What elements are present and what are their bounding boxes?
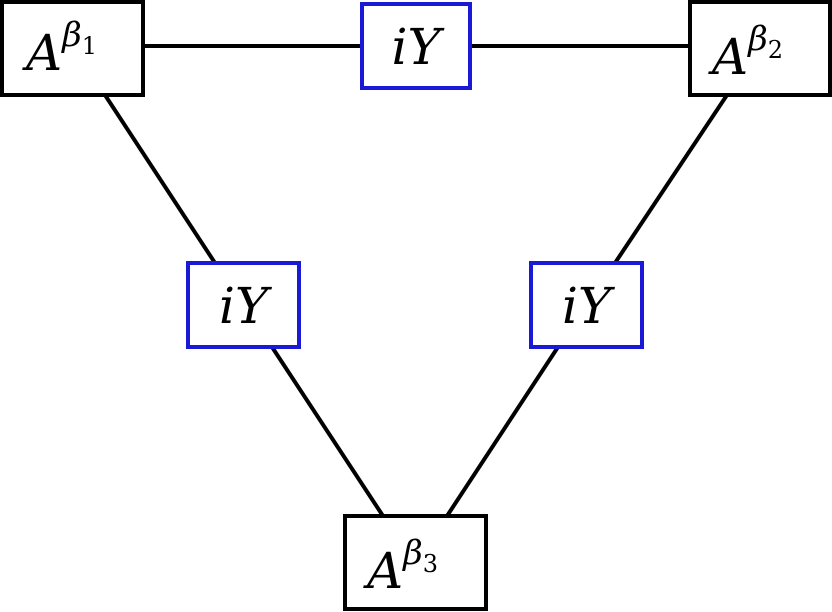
tensor-node-a2-sup: β <box>746 19 768 59</box>
tensor-node-a3-sup: β <box>401 533 423 573</box>
tensor-node-a2-box <box>688 0 832 97</box>
tensor-node-a3-box <box>343 514 488 611</box>
coupling-node-y13-label: iY <box>219 277 272 335</box>
tensor-node-a1-box <box>0 0 145 97</box>
tensor-node-a2-base: A <box>708 28 748 86</box>
tensor-node-a2-label: Aβ2 <box>708 19 783 86</box>
tensor-node-a1-label: Aβ1 <box>22 15 97 82</box>
coupling-node-y12: iY <box>360 2 472 90</box>
tensor-node-a1-sup: β <box>60 15 82 55</box>
tensor-node-a3: Aβ3 <box>343 514 488 611</box>
edge-a1-y13 <box>103 93 217 265</box>
edge-a2-y23 <box>613 93 729 265</box>
coupling-node-y23-label: iY <box>562 277 615 335</box>
coupling-node-y23: iY <box>529 261 644 349</box>
tensor-node-a1: Aβ1 <box>0 0 145 97</box>
coupling-node-y13-box <box>186 261 301 349</box>
tensor-node-a2-sub: 2 <box>768 36 783 64</box>
edge-y13-a3 <box>270 345 385 518</box>
tensor-node-a3-sub: 3 <box>423 550 438 578</box>
coupling-node-y13: iY <box>186 261 301 349</box>
coupling-node-y23-box <box>529 261 644 349</box>
coupling-node-y12-box <box>360 2 472 90</box>
tensor-node-a3-base: A <box>363 542 403 600</box>
tensor-node-a2: Aβ2 <box>688 0 832 97</box>
coupling-node-y12-label: iY <box>392 18 445 76</box>
edge-y23-a3 <box>445 345 560 518</box>
tensor-node-a1-sub: 1 <box>82 32 97 60</box>
tensor-node-a3-label: Aβ3 <box>363 533 438 600</box>
tensor-node-a1-base: A <box>22 24 62 82</box>
